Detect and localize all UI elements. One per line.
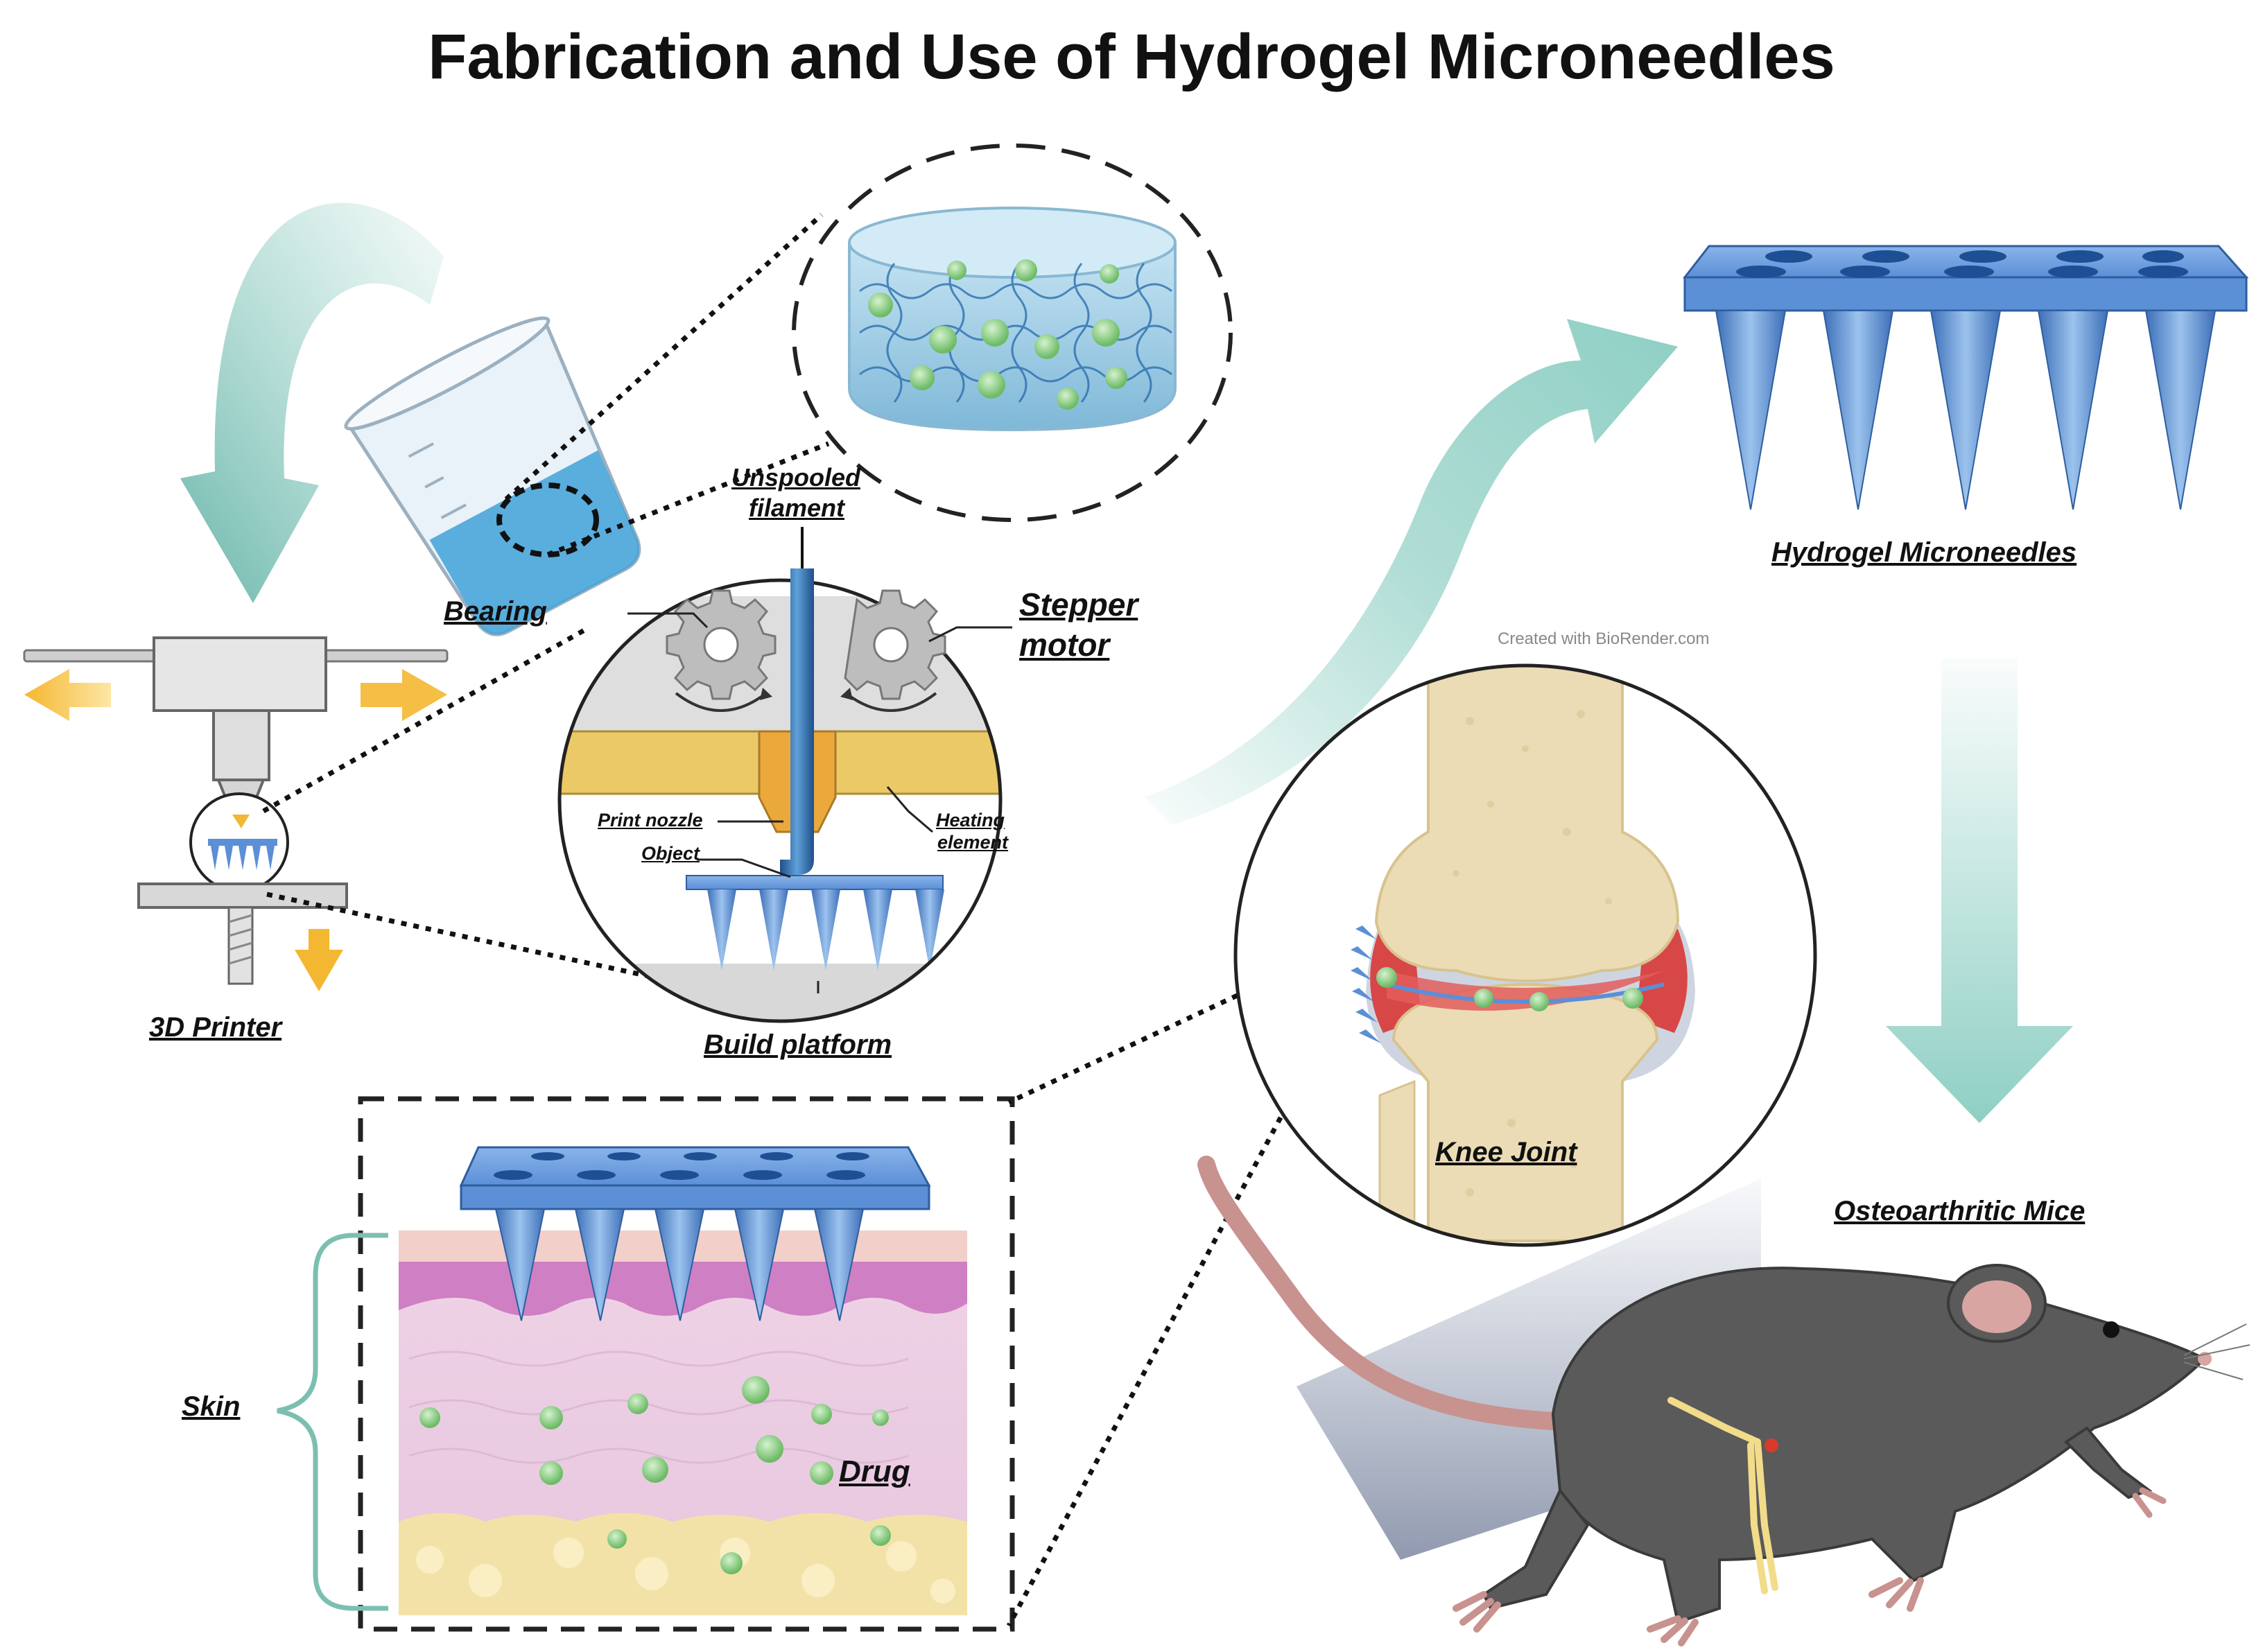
label-bearing: Bearing: [444, 596, 547, 627]
label-skin: Skin: [182, 1391, 241, 1422]
label-motor: motor: [1019, 627, 1110, 663]
dotted-connectors-hydrogel: [504, 213, 830, 557]
beaker-focus-circle: [496, 482, 599, 557]
curved-arrow-beaker-to-printer: [180, 202, 444, 604]
credit-text: Created with BioRender.com: [1498, 629, 1710, 648]
label-stepper: Stepper: [1019, 586, 1138, 623]
label-3d-printer: 3D Printer: [149, 1012, 282, 1043]
printer-illustration: [23, 636, 449, 991]
label-print-nozzle: Print nozzle: [598, 810, 703, 831]
label-unspooled: Unspooled: [731, 463, 860, 492]
arrow-printer-to-microneedles: [1144, 319, 1678, 825]
label-build-platform: Build platform: [704, 1029, 892, 1060]
hydrogel-zoom-circle: [792, 144, 1233, 522]
label-hydrogel-microneedles: Hydrogel Microneedles: [1771, 537, 2077, 568]
printer-leader-lines: [627, 612, 1012, 993]
label-osteoarthritic-mice: Osteoarthritic Mice: [1834, 1196, 2086, 1226]
printer-zoom-circle: [557, 578, 1003, 1023]
label-drug: Drug: [839, 1454, 910, 1488]
figure-title: Fabrication and Use of Hydrogel Micronee…: [428, 21, 1835, 92]
label-knee-joint: Knee Joint: [1435, 1137, 1577, 1167]
microneedle-patch-large: [1682, 245, 2249, 510]
skin-brace: [277, 1233, 388, 1611]
label-heating: Heating: [936, 810, 1005, 831]
label-element: element: [937, 832, 1009, 853]
stepper-motor-gear-icon: [840, 589, 946, 712]
skin-cross-section: [358, 1096, 1015, 1632]
label-filament: filament: [749, 494, 845, 522]
knee-joint-circle: [1233, 663, 1817, 1247]
dotted-connectors-printer: [262, 625, 656, 980]
filament: [780, 527, 814, 875]
arrow-microneedles-to-mice: [1886, 659, 2073, 1123]
bearing-gear-icon: [666, 589, 777, 712]
mouse-illustration: [1197, 1156, 2251, 1646]
label-object: Object: [641, 843, 700, 864]
